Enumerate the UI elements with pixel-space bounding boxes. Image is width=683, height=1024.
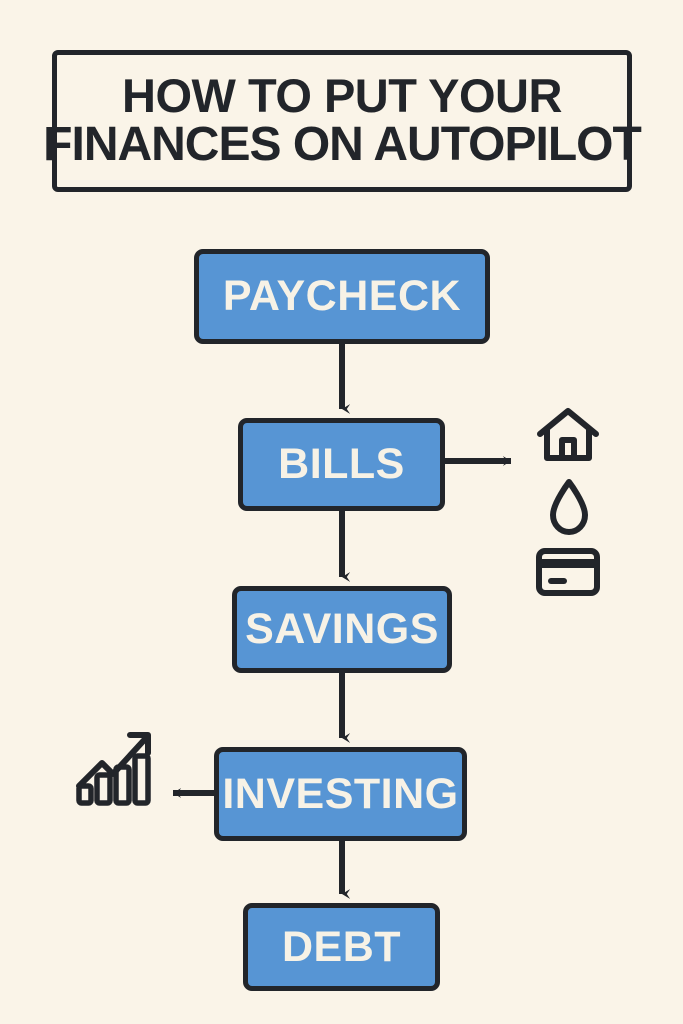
- water-drop-icon-glyph: [550, 479, 588, 535]
- flow-step-paycheck[interactable]: PAYCHECK: [194, 249, 490, 344]
- flow-step-savings-label: SAVINGS: [245, 605, 439, 653]
- credit-card-icon-glyph: [536, 548, 600, 596]
- house-icon-glyph: [537, 408, 599, 461]
- title-line-1: HOW TO PUT YOUR: [122, 68, 562, 122]
- growth-chart-icon-glyph: [76, 732, 151, 806]
- flow-step-investing-label: INVESTING: [222, 769, 459, 818]
- title-line-2: FINANCES ON AUTOPILOT: [43, 118, 642, 172]
- flow-step-bills[interactable]: BILLS: [238, 418, 445, 511]
- credit-card-icon: [535, 547, 601, 597]
- flow-step-debt-label: DEBT: [281, 922, 402, 971]
- flow-step-paycheck-label: PAYCHECK: [222, 272, 462, 320]
- water-drop-icon: [548, 478, 590, 536]
- flow-step-debt[interactable]: DEBT: [243, 903, 440, 991]
- flow-step-investing[interactable]: INVESTING: [214, 747, 467, 841]
- house-icon: [536, 406, 600, 464]
- growth-chart-icon: [74, 722, 160, 808]
- title-box: HOW TO PUT YOUR FINANCES ON AUTOPILOT: [43, 50, 642, 192]
- flow-step-bills-label: BILLS: [278, 440, 405, 488]
- flow-step-savings[interactable]: SAVINGS: [232, 586, 452, 673]
